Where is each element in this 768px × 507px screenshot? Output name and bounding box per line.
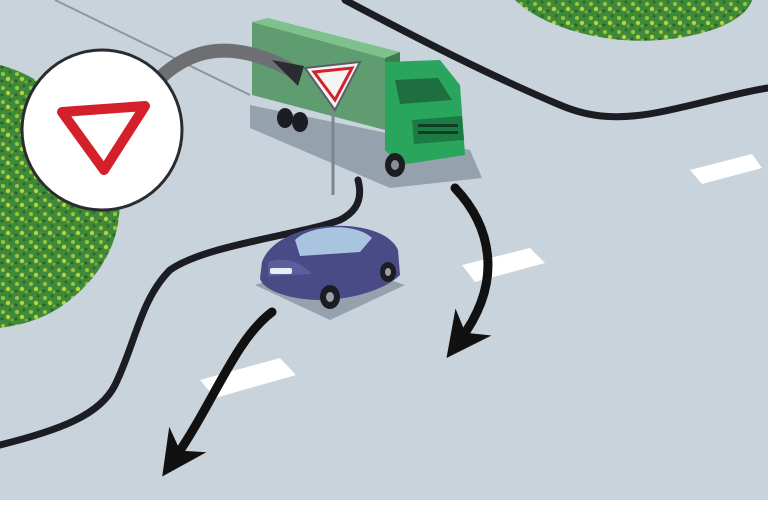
truck-path-arrow xyxy=(446,183,493,359)
lane-markings xyxy=(200,154,762,398)
roadside-yield-sign xyxy=(303,60,362,195)
callout-arrow-head xyxy=(272,60,304,86)
curb-top-right xyxy=(341,0,768,121)
lane-edge-line xyxy=(54,0,251,96)
truck-shadow xyxy=(250,105,482,188)
inset-yield-sign xyxy=(20,48,184,212)
car xyxy=(260,225,400,309)
frame-bottom xyxy=(0,500,768,507)
yield-sign-icon xyxy=(57,101,150,175)
grass-top-right xyxy=(515,0,752,41)
curb-left-corner xyxy=(0,176,364,449)
car-path-arrow xyxy=(162,307,277,477)
